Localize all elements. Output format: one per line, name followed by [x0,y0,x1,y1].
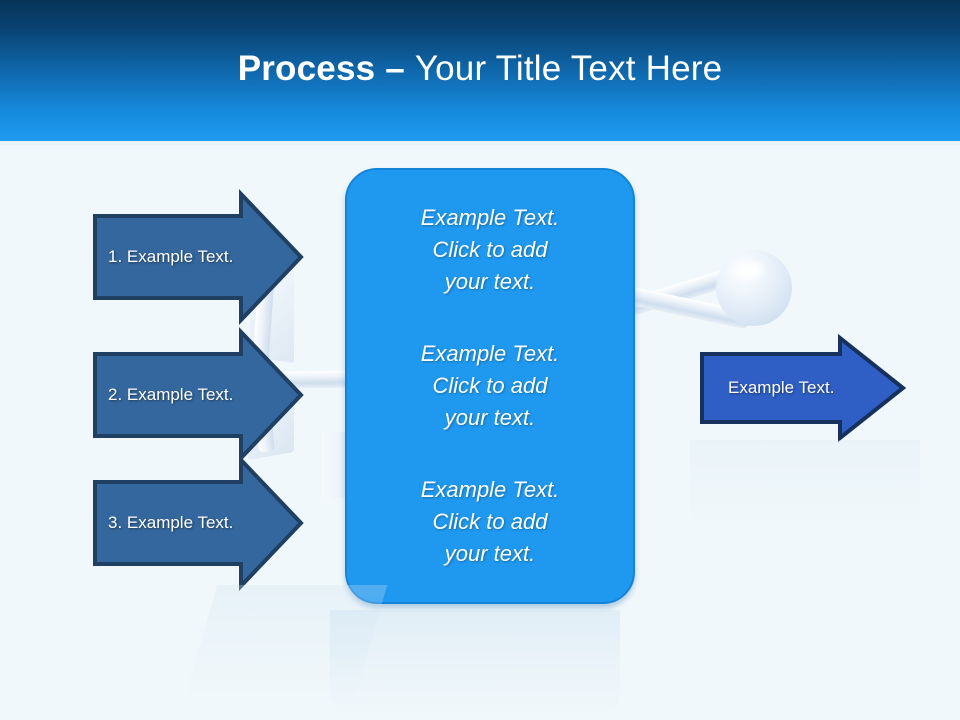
process-center-panel[interactable]: Example Text. Click to add your text. Ex… [345,168,635,604]
title-separator: – [385,49,415,88]
output-arrow[interactable]: Example Text. [700,333,907,443]
input-arrow-1-label: 1. Example Text. [108,247,234,266]
input-arrow-1[interactable]: 1. Example Text. [93,189,304,325]
input-arrow-2[interactable]: 2. Example Text. [93,327,304,463]
center-panel-text-block-2: Example Text. Click to add your text. [420,341,560,430]
slide-header-band [0,0,960,141]
title-strong-part: Process [237,49,386,88]
output-reflection [690,440,920,530]
input-arrow-3-label: 3. Example Text. [108,513,234,532]
sphere-icon [716,250,792,326]
center-panel-text-block-1: Example Text. Click to add your text. [420,205,560,294]
title-light-part: Your Title Text Here [414,49,723,88]
header-divider [0,141,960,145]
arrow-reflection [182,585,388,705]
input-arrow-3[interactable]: 3. Example Text. [93,455,304,591]
panel-reflection [330,610,620,720]
output-arrow-label: Example Text. [728,378,835,397]
input-arrow-2-label: 2. Example Text. [108,385,234,404]
sphere-highlight-icon [742,262,764,278]
page-title: Process – Your Title Text Here [0,47,960,91]
center-panel-text-block-3: Example Text. Click to add your text. [420,477,560,566]
